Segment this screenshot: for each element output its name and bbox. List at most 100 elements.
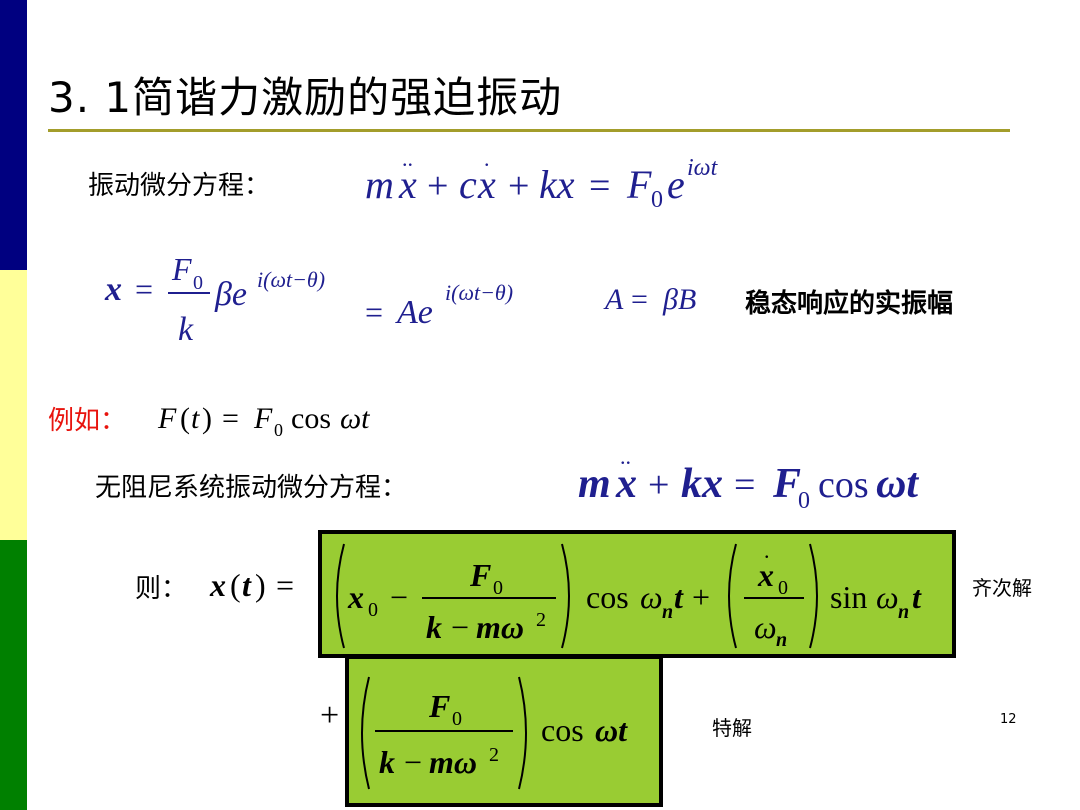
particular-label: 特解: [712, 716, 752, 740]
undamped-label: 无阻尼系统振动微分方程：: [95, 473, 408, 503]
svg-text:0: 0: [368, 599, 378, 621]
svg-text:βe: βe: [214, 276, 247, 313]
left-bar-yellow: [0, 270, 27, 540]
svg-text:x: x: [347, 579, 364, 615]
svg-text:0: 0: [798, 488, 810, 514]
svg-text:..: ..: [402, 146, 413, 171]
svg-text:(: (: [230, 567, 241, 603]
svg-text:ωt: ωt: [595, 712, 628, 748]
then-label: 则：: [135, 574, 188, 604]
svg-text:Ae: Ae: [395, 294, 433, 331]
equation-motion: m x .. + c x . + kx = F 0 e iωt: [365, 146, 719, 213]
svg-text:0: 0: [493, 577, 503, 599]
svg-text:n: n: [776, 629, 787, 651]
svg-text:m: m: [365, 162, 394, 207]
svg-text:−: −: [404, 744, 422, 780]
svg-text:A: A: [603, 283, 624, 316]
svg-text:mω: mω: [476, 609, 524, 645]
svg-text:t: t: [912, 579, 922, 615]
svg-text:kx: kx: [539, 162, 575, 207]
svg-text:F: F: [626, 162, 652, 207]
svg-text:+: +: [692, 579, 710, 615]
svg-text:F: F: [171, 251, 192, 287]
homogeneous-solution-box: x 0 − F 0 k − mω 2 cos ω n t + x . 0 ω n…: [318, 530, 956, 658]
svg-text:x: x: [477, 162, 496, 207]
svg-text:ωt: ωt: [340, 402, 370, 435]
title-rule: [48, 129, 1010, 132]
svg-text:i(ωt−θ): i(ωt−θ): [445, 280, 513, 305]
svg-text:+: +: [508, 165, 529, 207]
svg-text:0: 0: [193, 272, 203, 294]
svg-text:ω: ω: [640, 579, 663, 615]
plus-sign: +: [320, 697, 339, 734]
svg-text:0: 0: [651, 187, 663, 213]
example-force-formula: F ( t ) = F 0 cos ωt: [157, 402, 370, 440]
svg-text:k: k: [379, 744, 395, 780]
svg-text:=: =: [631, 283, 648, 316]
svg-text:x: x: [615, 461, 637, 507]
svg-text:(: (: [180, 402, 190, 435]
steady-response-formula: x = F 0 k βe i(ωt−θ) = Ae i(ωt−θ): [104, 251, 513, 348]
svg-text:): ): [255, 567, 266, 603]
svg-text:+: +: [648, 464, 669, 506]
svg-text:0: 0: [778, 577, 788, 599]
svg-text:): ): [202, 402, 212, 435]
svg-text:k: k: [178, 311, 194, 348]
svg-text:=: =: [734, 464, 755, 506]
slide-title: 3. 1简谐力激励的强迫振动: [48, 73, 563, 122]
svg-text:0: 0: [274, 420, 283, 440]
svg-text:sin: sin: [830, 579, 867, 615]
svg-text:n: n: [662, 601, 673, 623]
svg-text:x: x: [104, 271, 122, 308]
svg-text:=: =: [276, 567, 294, 603]
svg-text:kx: kx: [681, 461, 723, 507]
svg-text:k: k: [426, 609, 442, 645]
svg-text:i(ωt−θ): i(ωt−θ): [257, 267, 325, 292]
svg-text:cos: cos: [586, 579, 629, 615]
svg-text:ω: ω: [754, 609, 777, 645]
svg-text:.: .: [484, 146, 490, 171]
svg-text:=: =: [135, 271, 153, 307]
solution-lhs: x ( t ) =: [209, 567, 294, 603]
svg-text:x: x: [398, 162, 417, 207]
svg-text:t: t: [674, 579, 684, 615]
svg-text:e: e: [667, 162, 685, 207]
svg-text:t: t: [191, 402, 200, 435]
svg-text:t: t: [242, 567, 252, 603]
particular-solution-box: F 0 k − mω 2 cos ωt: [345, 655, 663, 807]
left-bar-navy: [0, 0, 27, 270]
svg-text:2: 2: [536, 609, 546, 631]
svg-text:=: =: [589, 165, 610, 207]
eq-label: 振动微分方程：: [88, 171, 271, 201]
svg-text:ωt: ωt: [876, 461, 919, 507]
svg-text:0: 0: [452, 708, 462, 730]
svg-text:F: F: [772, 461, 801, 507]
svg-text:m: m: [578, 461, 611, 507]
svg-text:n: n: [898, 601, 909, 623]
svg-text:2: 2: [489, 744, 499, 766]
svg-text:F: F: [428, 688, 450, 724]
svg-text:cos: cos: [818, 464, 869, 506]
page-number: 12: [1000, 712, 1017, 727]
svg-text:F: F: [157, 402, 177, 435]
homogeneous-label: 齐次解: [972, 576, 1032, 600]
svg-text:iωt: iωt: [687, 155, 719, 181]
svg-text:=: =: [222, 402, 239, 435]
svg-text:−: −: [390, 579, 408, 615]
svg-text:F: F: [253, 402, 273, 435]
svg-text:.: .: [764, 538, 770, 563]
left-bar-green: [0, 540, 27, 810]
svg-text:+: +: [427, 165, 448, 207]
svg-text:c: c: [459, 162, 477, 207]
example-label: 例如：: [48, 406, 127, 436]
undamped-equation: m x .. + kx = F 0 cos ωt: [578, 444, 919, 514]
svg-text:+: +: [320, 697, 339, 734]
svg-text:F: F: [469, 557, 491, 593]
svg-text:=: =: [365, 294, 383, 330]
svg-text:x: x: [209, 567, 226, 603]
steady-label: 稳态响应的实振幅: [745, 289, 954, 319]
svg-text:mω: mω: [429, 744, 477, 780]
amplitude-relation: A = βB: [603, 283, 696, 316]
svg-text:x: x: [757, 557, 774, 593]
svg-text:cos: cos: [291, 402, 331, 435]
